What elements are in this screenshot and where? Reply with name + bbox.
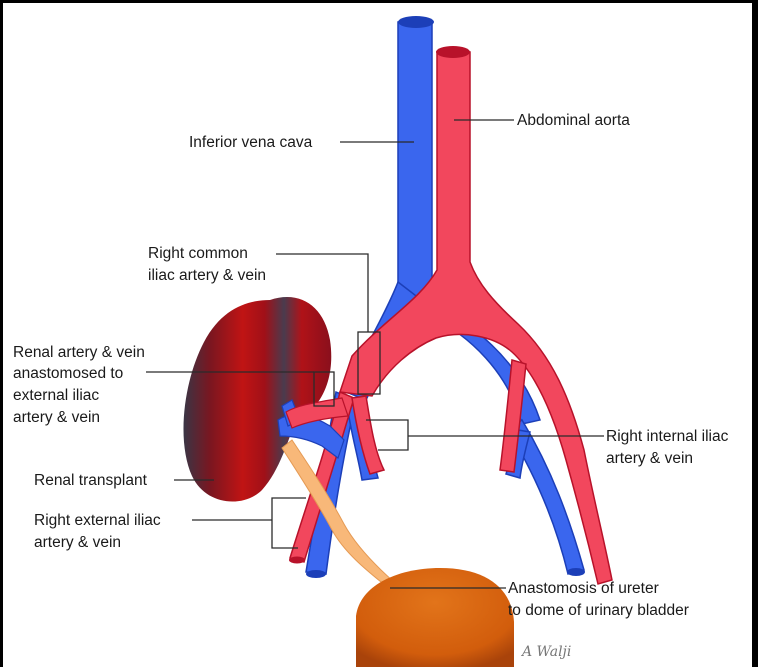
right-artery-end — [289, 557, 305, 564]
ivc-top-cap — [398, 16, 434, 28]
label-ureter-1: Anastomosis of ureter — [508, 580, 659, 597]
label-common-iliac-2: iliac artery & vein — [148, 267, 266, 284]
label-renal-anastomosis-3: external iliac — [13, 387, 99, 404]
left-vein-end — [567, 568, 585, 576]
label-ureter-2: to dome of urinary bladder — [508, 602, 689, 619]
inferior-vena-cava — [398, 22, 432, 300]
label-internal-iliac-1: Right internal iliac — [606, 428, 729, 445]
artist-signature: A Walji — [520, 644, 571, 660]
urinary-bladder — [356, 568, 514, 667]
label-external-iliac-2: artery & vein — [34, 534, 121, 551]
label-renal-anastomosis-2: anastomosed to — [13, 365, 123, 382]
label-common-iliac-1: Right common — [148, 245, 248, 262]
label-renal-anastomosis-4: artery & vein — [13, 409, 100, 426]
right-vein-end — [306, 570, 326, 578]
label-external-iliac-1: Right external iliac — [34, 512, 161, 529]
label-ivc: Inferior vena cava — [189, 134, 313, 151]
aorta-top-cap — [436, 46, 470, 58]
label-renal-anastomosis-1: Renal artery & vein — [13, 344, 145, 361]
label-aorta: Abdominal aorta — [517, 112, 630, 129]
label-renal-transplant: Renal transplant — [34, 472, 148, 489]
label-internal-iliac-2: artery & vein — [606, 450, 693, 467]
